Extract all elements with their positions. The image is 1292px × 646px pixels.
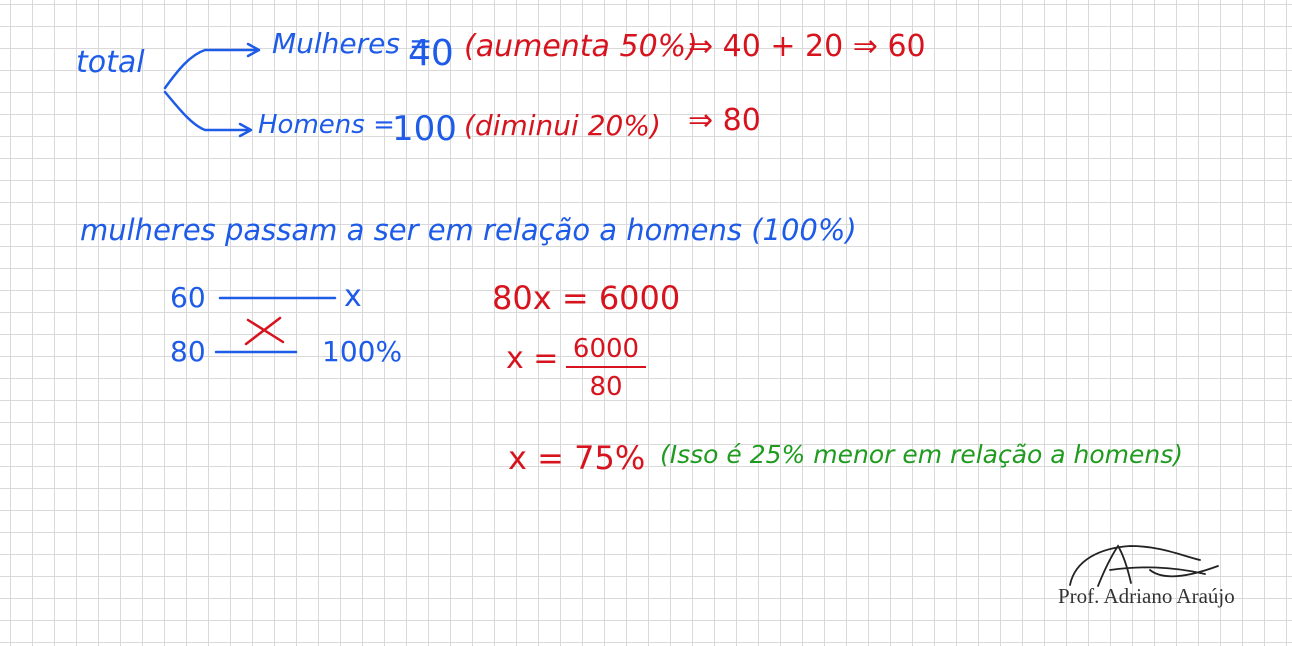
question-text: mulheres passam a ser em relação a homen… [80, 213, 857, 247]
row2-right-value: 100% [322, 335, 403, 368]
homens-change: (diminui 20%) [464, 109, 661, 142]
fraction: 6000 80 [566, 334, 646, 402]
signature-name: Prof. Adriano Araújo [1058, 584, 1235, 608]
upper-arrowhead [246, 42, 261, 58]
result-value: x = 75% [508, 439, 646, 477]
rule-of-three-marks [214, 296, 337, 354]
lower-arrowhead [238, 122, 253, 138]
mulheres-value: 40 [408, 33, 454, 74]
signature-scribble [1069, 544, 1219, 587]
mulheres-change: (aumenta 50%) [464, 29, 698, 64]
row1-right-value: x [344, 279, 362, 314]
fraction-numerator: 6000 [566, 334, 646, 368]
row2-left-value: 80 [170, 335, 206, 368]
branch-arrows [163, 42, 261, 138]
upper-branch-arrow [163, 48, 260, 90]
total-label: total [76, 45, 145, 80]
mulheres-label: Mulheres = [272, 27, 433, 60]
lower-branch-arrow [163, 90, 252, 132]
equation-text: 80x = 6000 [492, 279, 681, 317]
row1-left-value: 60 [170, 281, 206, 314]
fraction-lhs: x = [506, 341, 559, 376]
homens-value: 100 [392, 109, 457, 149]
mulheres-calc: ⇒ 40 + 20 ⇒ 60 [688, 29, 926, 64]
homens-label: Homens = [258, 110, 395, 140]
fraction-denominator: 80 [589, 372, 623, 402]
result-comment: (Isso é 25% menor em relação a homens) [660, 440, 1184, 469]
cross-mark [244, 316, 285, 346]
homens-calc: ⇒ 80 [688, 103, 761, 138]
